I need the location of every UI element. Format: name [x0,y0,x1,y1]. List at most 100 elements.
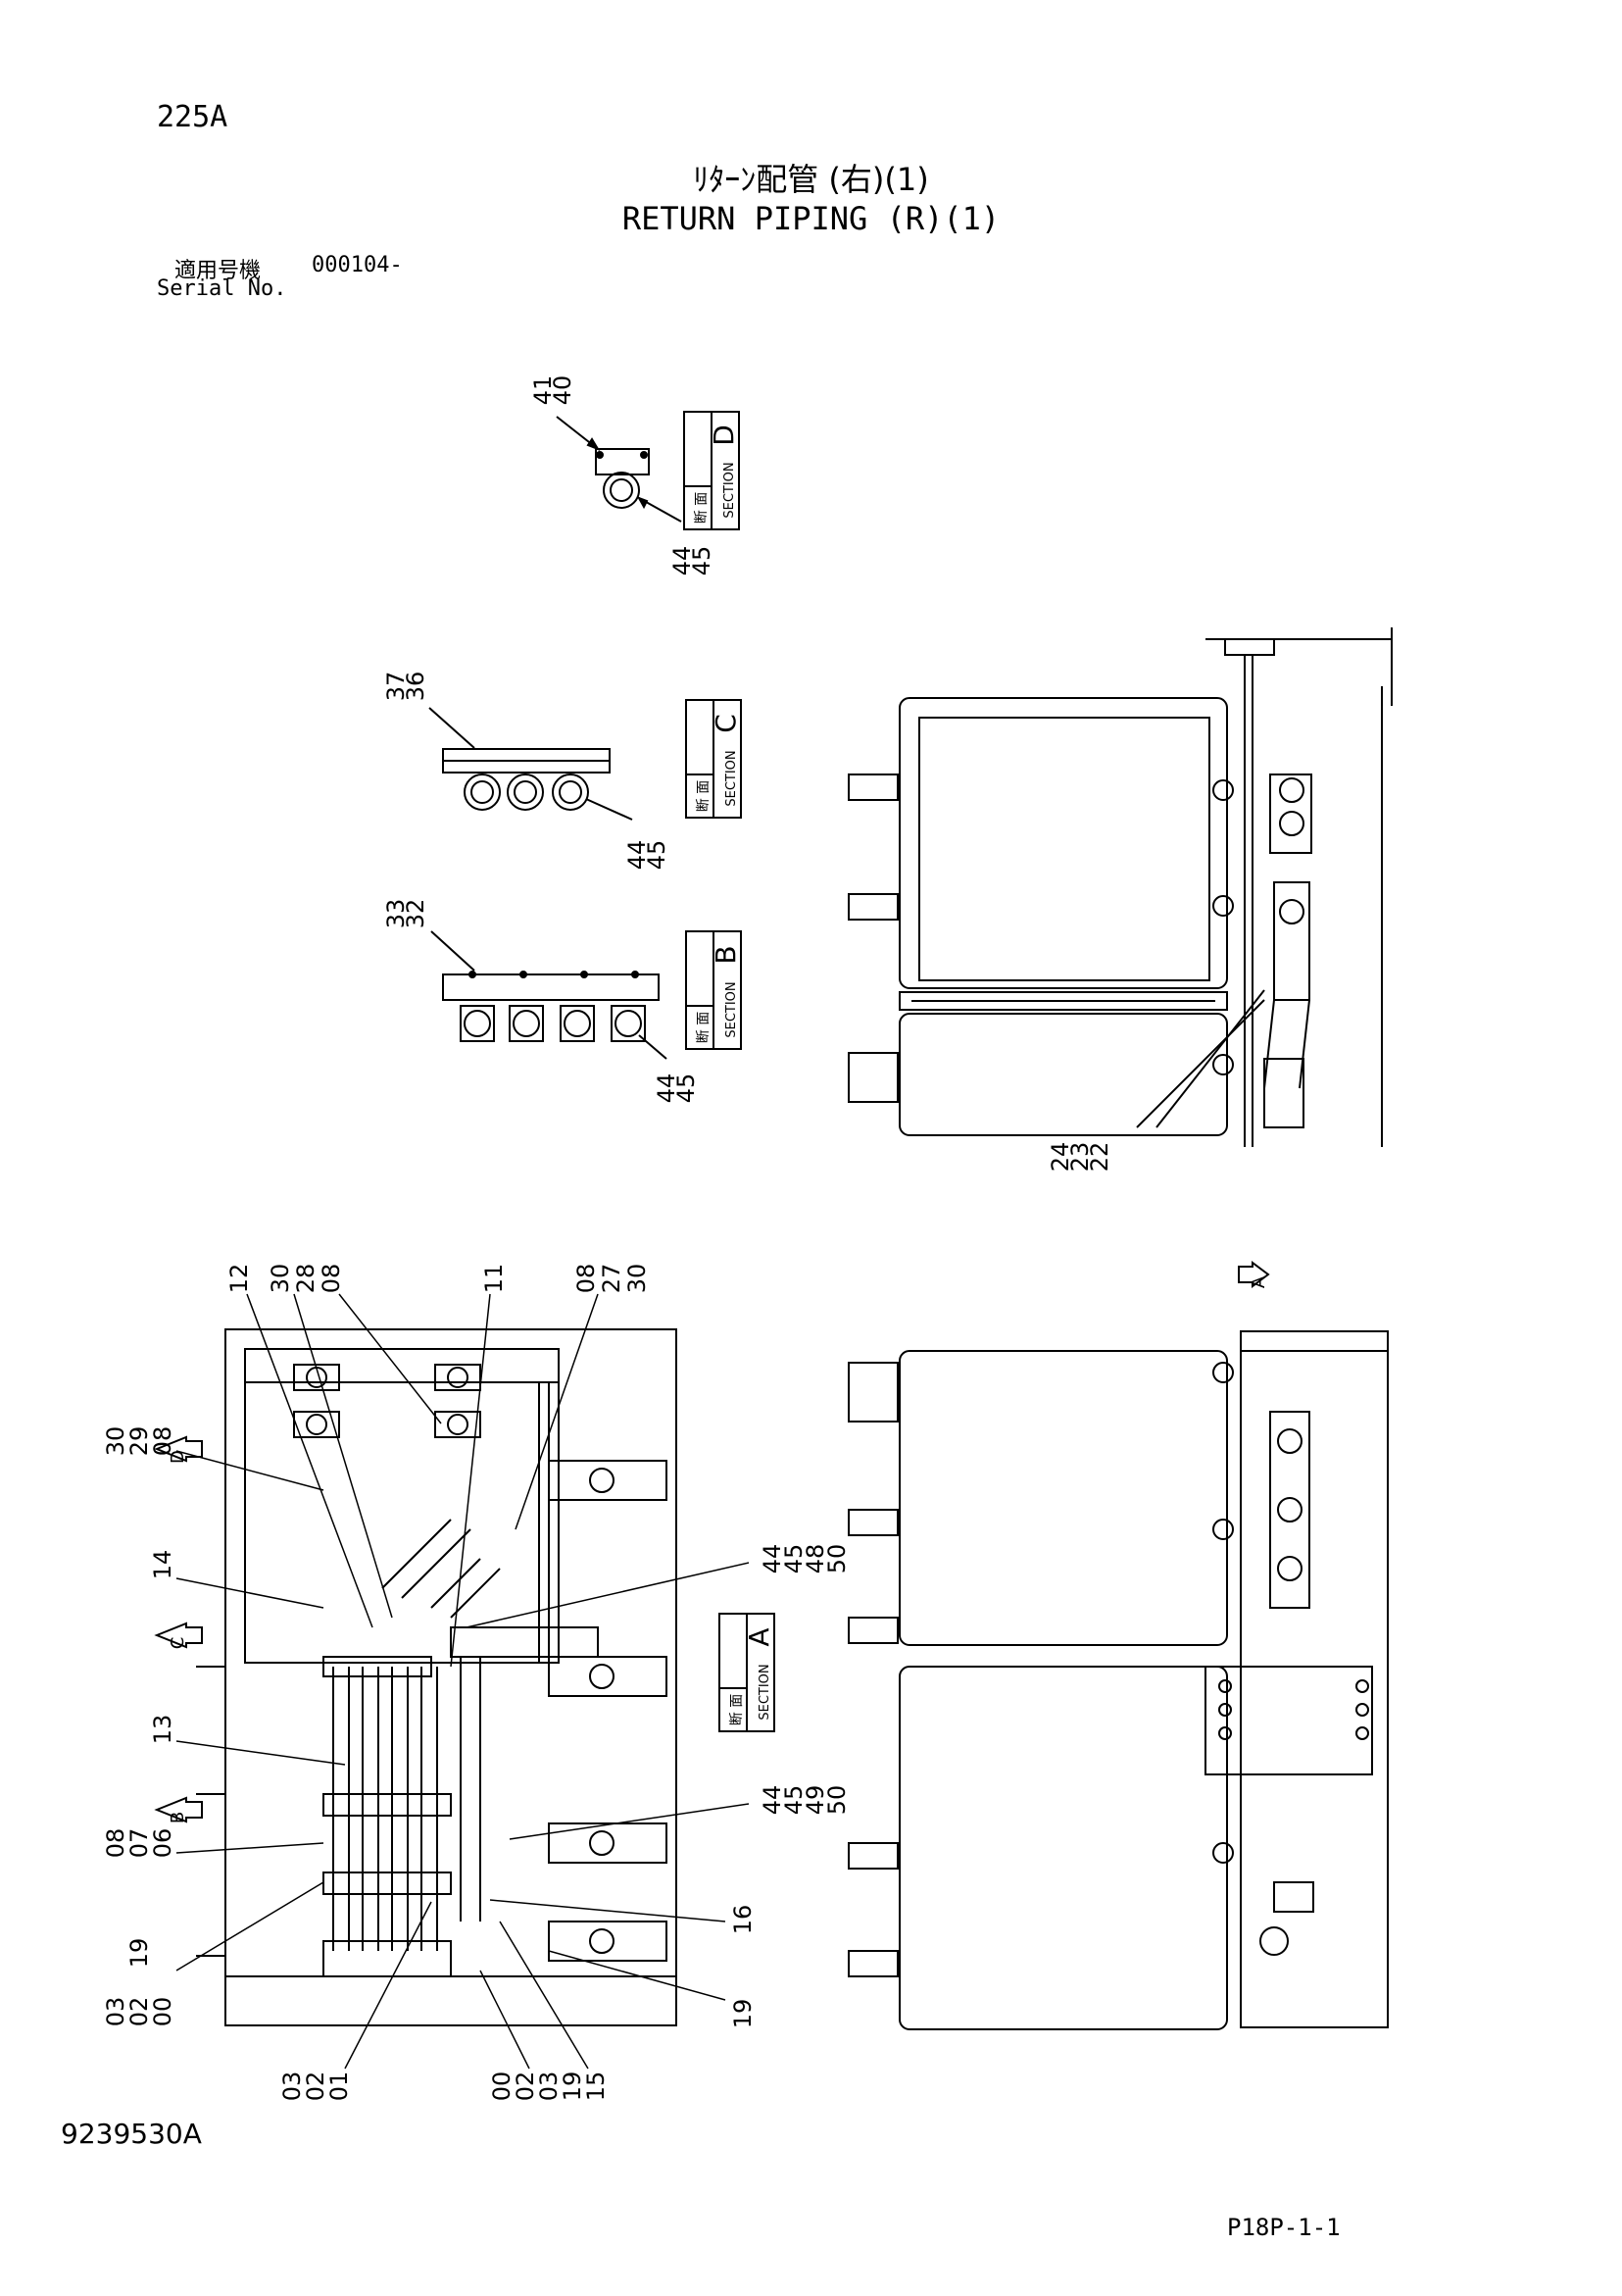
callout-right-a1-44: 44 [759,1544,786,1574]
callout-section-b-top: 33 [382,899,410,929]
callout-left-14: 14 [149,1550,176,1580]
section-d-pipe-clamp [603,472,640,509]
callout-left-bottom-00: 00 [149,1997,176,2027]
serial-label-english: Serial No. [157,276,287,301]
view-arrow-a-letter: A [1249,1275,1269,1288]
callout-bottom-03b: 03 [535,2071,563,2102]
callout-right-a2-50: 50 [823,1785,851,1816]
callout-left-bottom-02: 02 [125,1997,153,2027]
callout-bottom-03: 03 [278,2071,306,2102]
callout-left-13: 13 [149,1715,176,1745]
callout-top-27: 27 [598,1264,625,1294]
document-code: 9239530A [61,2118,202,2150]
section-label-c: C SECTION 断 面 [685,699,742,819]
callout-side-23: 23 [1066,1142,1094,1173]
section-b-bracket [442,973,660,1001]
callout-right-a1-45: 45 [780,1544,808,1574]
callout-right-a2-49: 49 [802,1785,829,1816]
callout-section-b-bottom: 44 [653,1073,680,1104]
section-b-pipe-4 [614,1010,642,1037]
callout-section-b-top-2: 32 [402,899,429,929]
callout-left-29: 29 [125,1426,153,1457]
callout-bottom-02b: 02 [512,2071,539,2102]
callout-bottom-01: 01 [325,2071,353,2102]
callout-left-b-08: 08 [102,1828,129,1859]
section-d-detail [556,416,682,523]
callout-section-d-bottom-2: 45 [688,546,715,576]
page-number: P18P-1-1 [1227,2214,1341,2241]
section-label-b-letter: B [710,945,742,964]
callout-left-bottom-03: 03 [102,1997,129,2027]
tank-middle [899,1350,1228,1646]
callout-bottom-19: 19 [559,2071,586,2102]
section-label-b-jp: 断 面 [696,1012,712,1043]
serial-number-value: 000104- [312,253,403,277]
callout-section-c-bottom-2: 45 [643,840,670,871]
section-b-detail [430,930,667,1060]
section-label-c-letter: C [710,714,742,733]
section-c-pipe-1 [464,774,501,811]
callout-top-30b: 30 [623,1264,651,1294]
callout-top-12: 12 [225,1264,253,1294]
section-label-c-jp: 断 面 [696,780,712,812]
page-title-japanese: ﾘﾀｰﾝ配管 (右)(1) [693,161,929,198]
callout-right-a2-45: 45 [780,1785,808,1816]
section-label-a: A SECTION 断 面 [718,1613,775,1732]
section-label-a-en: SECTION [758,1664,772,1720]
section-c-detail [428,707,633,821]
callout-left-30: 30 [102,1426,129,1457]
section-c-pipe-2 [507,774,544,811]
callout-section-d-bottom: 44 [668,546,696,576]
section-label-d-letter: D [708,424,740,446]
section-c-pipe-3 [552,774,589,811]
side-view-lower [848,1330,1389,2030]
callout-side-22: 22 [1086,1142,1113,1173]
section-label-a-jp: 断 面 [729,1694,745,1725]
callout-left-bottom-19: 19 [125,1938,153,1969]
section-b-pipe-2 [513,1010,540,1037]
callout-top-08: 08 [318,1264,345,1294]
section-label-c-en: SECTION [724,750,739,806]
tank-upper [899,697,1228,989]
section-label-d: D SECTION 断 面 [683,411,740,530]
callout-left-08: 08 [149,1426,176,1457]
callout-left-b-07: 07 [125,1828,153,1859]
view-arrow-a: A [1238,1261,1270,1288]
section-label-d-jp: 断 面 [694,492,710,524]
model-code: 225A [157,100,228,134]
callout-right-a2-44: 44 [759,1785,786,1816]
callout-right-16: 16 [729,1905,757,1935]
frame-right [1240,1330,1389,2028]
callout-bottom-02: 02 [302,2071,329,2102]
serial-label-japanese: 適用号機 [174,259,262,283]
callout-side-24: 24 [1047,1142,1074,1173]
section-label-a-letter: A [743,1627,775,1646]
callout-top-30: 30 [267,1264,294,1294]
view-arrow-b: B [154,1796,203,1823]
callout-top-08b: 08 [572,1264,600,1294]
view-arrow-b-letter: B [168,1812,188,1823]
callout-right-a1-50: 50 [823,1544,851,1574]
callout-section-c-bottom: 44 [623,840,651,871]
callout-left-b-06: 06 [149,1828,176,1859]
callout-top-28: 28 [292,1264,319,1294]
callout-section-d-top: 41 [529,375,557,406]
callout-top-11: 11 [480,1264,508,1294]
section-b-pipe-1 [464,1010,491,1037]
callout-section-d-top-2: 40 [549,375,576,406]
section-d-bracket [595,448,650,475]
plan-view [196,1328,677,2026]
callout-section-b-bottom-2: 45 [672,1073,700,1104]
view-arrow-c-letter: C [168,1637,188,1650]
section-label-b: B SECTION 断 面 [685,930,742,1050]
section-b-pipe-3 [564,1010,591,1037]
callout-bottom-00: 00 [488,2071,516,2102]
leader-lines [175,1293,750,2070]
side-view-upper [848,627,1393,1147]
callout-right-19: 19 [729,1999,757,2029]
section-label-b-en: SECTION [724,981,739,1037]
callout-section-c-top: 37 [382,672,410,702]
page-title-english: RETURN PIPING (R)(1) [621,200,1001,237]
tank-bottom [899,1666,1228,2030]
